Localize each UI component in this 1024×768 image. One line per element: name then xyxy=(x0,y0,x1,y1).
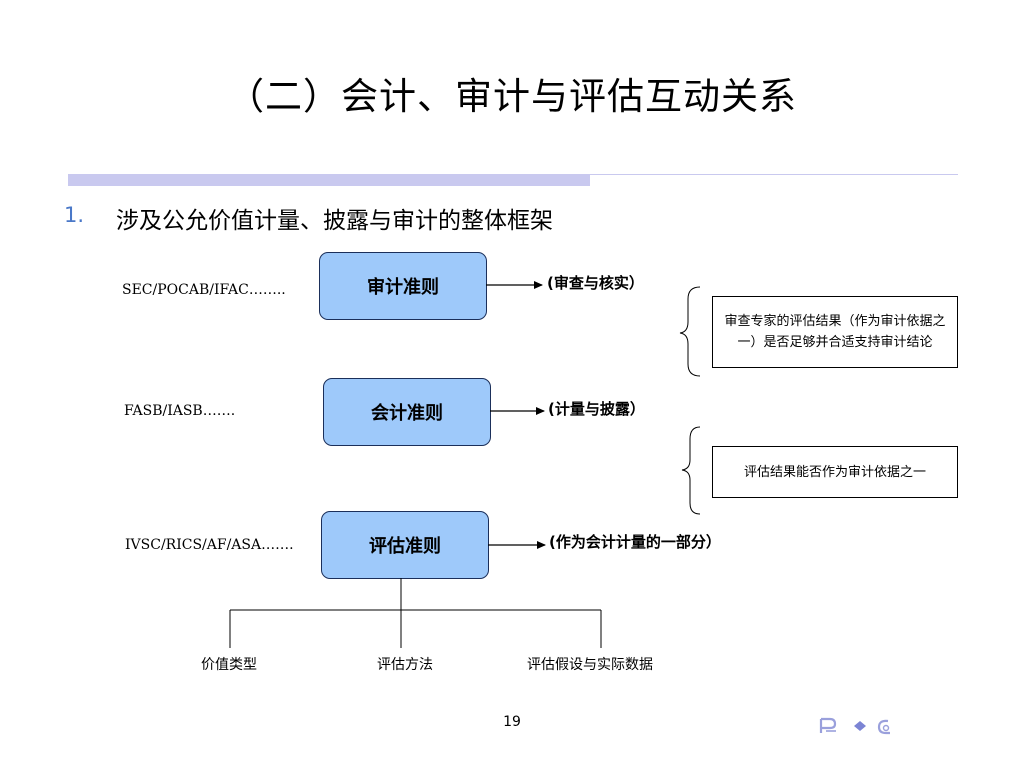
evidence-note-text: 评估结果能否作为审计依据之一 xyxy=(743,464,926,480)
item-number: 1. xyxy=(64,203,85,227)
nav-prev-icon[interactable] xyxy=(819,717,837,733)
nav-next-icon[interactable] xyxy=(877,719,890,735)
accounting-role-label: (计量与披露） xyxy=(548,400,645,418)
lower-brace xyxy=(681,426,701,515)
accounting-standards-box: 会计准则 xyxy=(323,378,491,446)
audit-standards-bodies: SEC/POCAB/IFAC…….. xyxy=(122,282,286,298)
valuation-standards-bodies: IVSC/RICS/AF/ASA……. xyxy=(125,537,294,553)
valuation-standards-box: 评估准则 xyxy=(321,511,489,579)
audit-review-note-text: 审查专家的评估结果（作为审计依据之一）是否足够并合适支持审计结论 xyxy=(724,314,946,350)
leaf-assumptions-data: 评估假设与实际数据 xyxy=(527,657,653,673)
audit-standards-box: 审计准则 xyxy=(319,252,487,320)
title-divider-line xyxy=(590,174,958,175)
upper-brace xyxy=(679,286,701,377)
slide-title: （二）会计、审计与评估互动关系 xyxy=(227,75,797,118)
accounting-standards-bodies: FASB/IASB……. xyxy=(124,403,236,419)
valuation-standards-label: 评估准则 xyxy=(369,536,441,557)
valuation-role-label: (作为会计计量的一部分） xyxy=(549,533,721,551)
leaf-valuation-method: 评估方法 xyxy=(377,657,433,673)
audit-review-note: 审查专家的评估结果（作为审计依据之一）是否足够并合适支持审计结论 xyxy=(712,296,958,368)
title-divider-bar xyxy=(68,174,590,186)
audit-standards-label: 审计准则 xyxy=(367,277,439,298)
page-number: 19 xyxy=(503,714,521,730)
nav-diamond-icon[interactable] xyxy=(854,721,866,731)
accounting-standards-label: 会计准则 xyxy=(371,403,443,424)
slide-nav xyxy=(819,717,890,735)
audit-role-label: (审查与核实） xyxy=(547,274,644,292)
item-text: 涉及公允价值计量、披露与审计的整体框架 xyxy=(116,208,553,234)
leaf-value-type: 价值类型 xyxy=(201,657,257,673)
evidence-note: 评估结果能否作为审计依据之一 xyxy=(712,446,958,498)
